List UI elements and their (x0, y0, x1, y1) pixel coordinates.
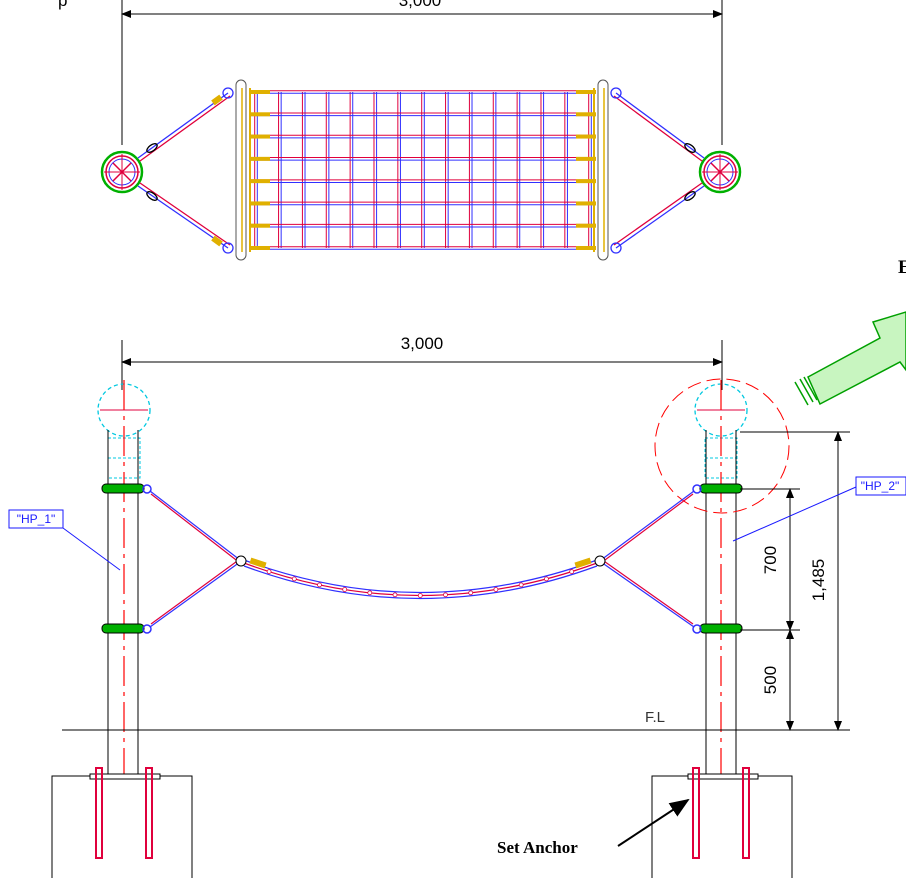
net-node (544, 576, 549, 582)
net-connector (576, 156, 596, 161)
left-footing (51, 767, 193, 878)
plan-left-cables (137, 87, 234, 254)
elevation-right-post (654, 378, 790, 776)
net-node (317, 582, 322, 588)
partial-label-e: E (898, 257, 906, 278)
net-node (443, 592, 448, 598)
net-node (493, 587, 499, 592)
net-node (367, 590, 373, 596)
plan-right-cables (610, 87, 705, 254)
elevation-net-nodes (266, 569, 575, 598)
plan-partial-label: p (58, 0, 67, 10)
net-connector (250, 156, 270, 161)
net-node (569, 569, 575, 574)
net-connector (250, 112, 270, 117)
net-connector (576, 90, 596, 94)
net-connector (250, 223, 270, 228)
tag-hp1-label: "HP_1" (17, 512, 56, 526)
net-connector (250, 134, 270, 139)
plan-net-grid (250, 90, 596, 250)
plan-view: 3,000 p (58, 0, 742, 261)
elevation-clamps (101, 483, 743, 634)
elevation-left-post (97, 380, 151, 776)
tag-hp2-label: "HP_2" (861, 479, 900, 493)
vertical-dimensions (740, 431, 850, 731)
anchor-leader (617, 798, 690, 847)
dimension-700: 700 (761, 546, 780, 574)
net-node (417, 593, 423, 598)
net-node (291, 576, 297, 582)
net-connector (250, 179, 270, 184)
net-node (518, 582, 524, 588)
plan-right-post (698, 150, 742, 194)
net-connector (576, 246, 596, 250)
dimension-1485: 1,485 (809, 559, 828, 602)
plan-net-frame (235, 79, 609, 261)
net-node (266, 569, 272, 574)
elevation-span-dimension: 3,000 (401, 334, 444, 353)
net-connector (576, 179, 596, 184)
right-footing (651, 767, 793, 878)
plan-top-dimension: 3,000 (399, 0, 442, 10)
net-connector (250, 90, 270, 94)
floor-level-label: F.L (645, 709, 665, 726)
net-connector (576, 134, 596, 139)
net-node (392, 592, 398, 598)
net-node (468, 590, 474, 596)
green-direction-arrow-icon (794, 311, 906, 406)
plan-left-post (100, 150, 144, 194)
net-connector (250, 246, 270, 250)
net-connector (576, 112, 596, 117)
net-node (342, 587, 348, 592)
elevation-cables (149, 490, 695, 628)
elevation-shackles (235, 555, 606, 569)
net-connector (576, 223, 596, 228)
tag-hp2: "HP_2" (732, 476, 906, 542)
dimension-500: 500 (761, 666, 780, 694)
tag-hp1: "HP_1" (8, 509, 121, 571)
net-connector (250, 201, 270, 206)
elevation-view: 3,000 (8, 257, 906, 878)
net-connector (576, 201, 596, 206)
anchor-note: Set Anchor (497, 838, 578, 857)
